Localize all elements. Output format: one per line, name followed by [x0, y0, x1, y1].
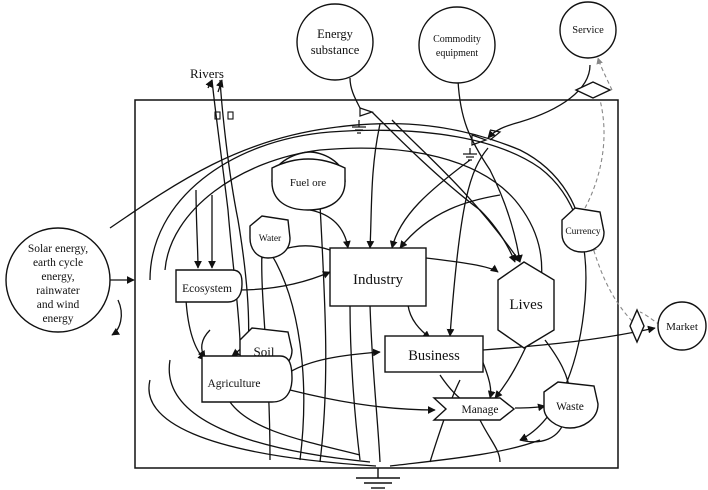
commodity-equipment-source: Commodity equipment: [418, 6, 496, 84]
currency-storage: Currency: [561, 207, 605, 253]
service-label: Service: [572, 25, 604, 36]
manage-label: Manage: [461, 404, 498, 416]
commodity-equipment-label-2: equipment: [436, 48, 478, 59]
fuel-ore-label: Fuel ore: [290, 177, 326, 189]
solar-label-4: rainwater: [36, 285, 80, 297]
currency-label: Currency: [565, 227, 601, 237]
manage-switch: Manage: [432, 397, 516, 421]
agriculture-box: Agriculture: [201, 355, 293, 403]
agriculture-label: Agriculture: [207, 378, 260, 390]
solar-label-6: energy: [42, 313, 73, 325]
commodity-equipment-label-1: Commodity: [433, 34, 481, 45]
business-box: Business: [384, 335, 484, 373]
solar-label-5: and wind: [37, 299, 80, 311]
lives-label: Lives: [509, 297, 542, 313]
money-flows: [584, 57, 661, 327]
water-storage: Water: [249, 215, 291, 259]
rivers-label: Rivers: [190, 66, 224, 81]
market-sink: Market: [657, 301, 707, 351]
waste-storage: Waste: [543, 381, 599, 429]
service-exchange-diamond: [574, 81, 612, 99]
solar-energy-source: Solar energy, earth cycle energy, rainwa…: [5, 227, 111, 333]
ecosystem-box: Ecosystem: [175, 269, 243, 303]
market-label: Market: [666, 321, 698, 333]
fuel-ore-storage: Fuel ore: [271, 151, 346, 211]
solar-label-1: Solar energy,: [28, 243, 88, 255]
energy-substance-label-2: substance: [311, 43, 360, 57]
lives-hexagon: Lives: [497, 261, 555, 349]
business-label: Business: [408, 348, 460, 364]
river-valve-right: [227, 111, 234, 120]
commodity-sink-icon: [463, 148, 477, 161]
ecosystem-label: Ecosystem: [182, 283, 232, 295]
soil-label: Soil: [254, 344, 275, 359]
waste-label: Waste: [556, 401, 584, 413]
energy-substance-source: Energy substance: [296, 3, 374, 81]
service-source: Service: [559, 1, 617, 59]
solar-label-2: earth cycle: [33, 257, 83, 269]
solar-label-3: energy,: [41, 271, 74, 283]
industry-box: Industry: [329, 247, 427, 307]
energy-substance-label-1: Energy: [317, 27, 354, 41]
industry-label: Industry: [353, 272, 403, 288]
ground-sink-icon: [356, 468, 400, 489]
market-exchange-diamond: [629, 308, 645, 344]
water-label: Water: [259, 234, 282, 244]
system-boundary: [134, 99, 619, 469]
river-valve-left: [214, 111, 221, 120]
